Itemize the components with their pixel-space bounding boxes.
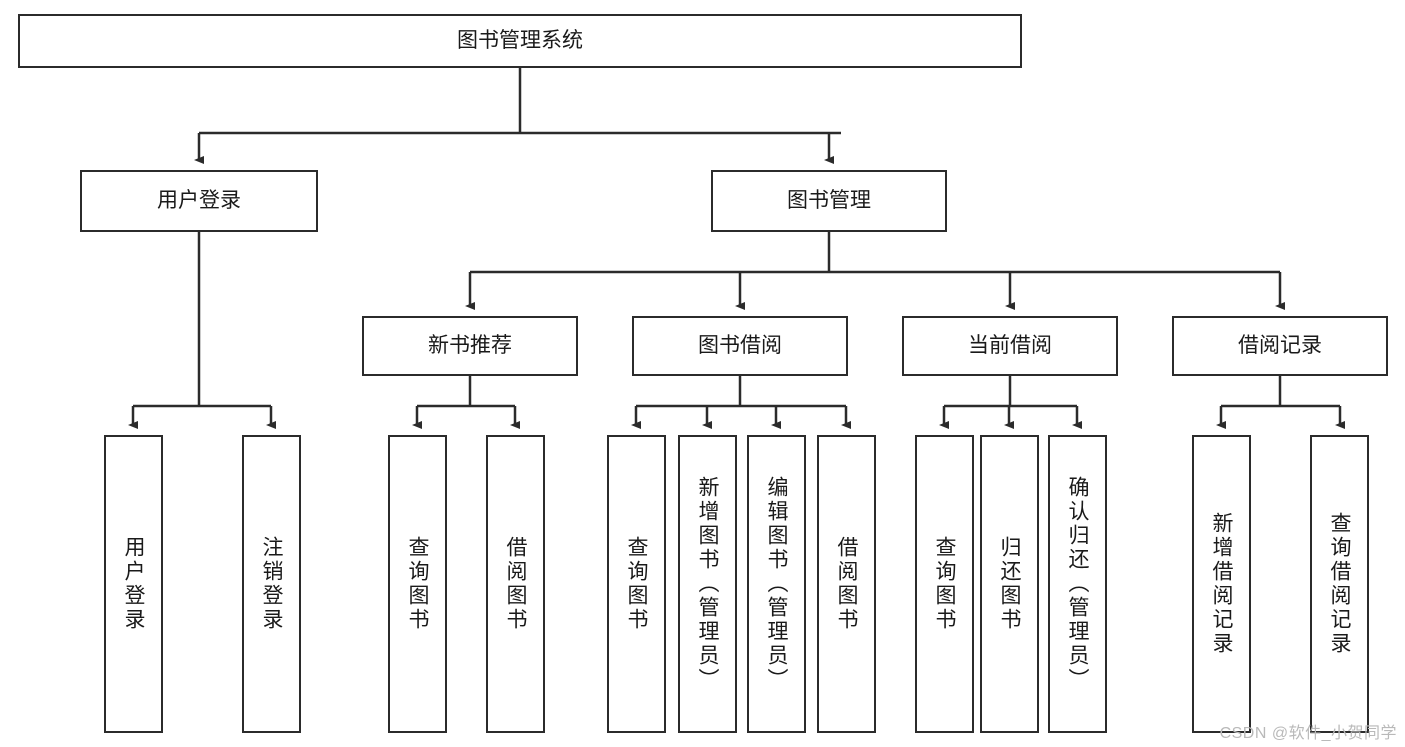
node-leaf-records-query-label: 查询借阅记录 [1328,512,1351,656]
node-leaf-borrow-add-label: 新增图书（管理员） [696,476,719,692]
node-root[interactable]: 图书管理系统 [18,14,1022,68]
node-leaf-current-return-label: 归还图书 [998,536,1021,632]
watermark-text: CSDN @软件_小贺同学 [1219,725,1397,742]
node-leaf-current-query-label: 查询图书 [933,536,956,632]
node-leaf-current-return[interactable]: 归还图书 [980,435,1039,733]
node-user-login-label: 用户登录 [157,188,241,212]
node-current-borrow[interactable]: 当前借阅 [902,316,1118,376]
node-root-label: 图书管理系统 [457,28,583,52]
node-leaf-newbook-borrow-label: 借阅图书 [504,536,527,632]
node-leaf-records-query[interactable]: 查询借阅记录 [1310,435,1369,733]
node-book-management[interactable]: 图书管理 [711,170,947,232]
node-leaf-borrow-add[interactable]: 新增图书（管理员） [678,435,737,733]
node-leaf-user-login[interactable]: 用户登录 [104,435,163,733]
node-leaf-borrow-edit[interactable]: 编辑图书（管理员） [747,435,806,733]
node-current-borrow-label: 当前借阅 [968,333,1052,357]
node-borrow-records[interactable]: 借阅记录 [1172,316,1388,376]
node-leaf-user-logout-label: 注销登录 [260,536,283,632]
node-leaf-newbook-borrow[interactable]: 借阅图书 [486,435,545,733]
node-leaf-borrow-lend-label: 借阅图书 [835,536,858,632]
node-leaf-records-add[interactable]: 新增借阅记录 [1192,435,1251,733]
node-leaf-newbook-query-label: 查询图书 [406,536,429,632]
node-new-book-recommend-label: 新书推荐 [428,333,512,357]
node-leaf-newbook-query[interactable]: 查询图书 [388,435,447,733]
node-book-borrow-label: 图书借阅 [698,333,782,357]
node-leaf-records-add-label: 新增借阅记录 [1210,512,1233,656]
node-user-login[interactable]: 用户登录 [80,170,318,232]
node-book-management-label: 图书管理 [787,188,871,212]
node-new-book-recommend[interactable]: 新书推荐 [362,316,578,376]
node-leaf-current-query[interactable]: 查询图书 [915,435,974,733]
node-leaf-user-logout[interactable]: 注销登录 [242,435,301,733]
node-leaf-current-confirm-label: 确认归还（管理员） [1066,476,1089,692]
node-book-borrow[interactable]: 图书借阅 [632,316,848,376]
node-leaf-user-login-label: 用户登录 [122,536,145,632]
node-borrow-records-label: 借阅记录 [1238,333,1322,357]
node-leaf-borrow-edit-label: 编辑图书（管理员） [765,476,788,692]
node-leaf-borrow-query-label: 查询图书 [625,536,648,632]
node-leaf-borrow-query[interactable]: 查询图书 [607,435,666,733]
node-leaf-borrow-lend[interactable]: 借阅图书 [817,435,876,733]
node-leaf-current-confirm[interactable]: 确认归还（管理员） [1048,435,1107,733]
